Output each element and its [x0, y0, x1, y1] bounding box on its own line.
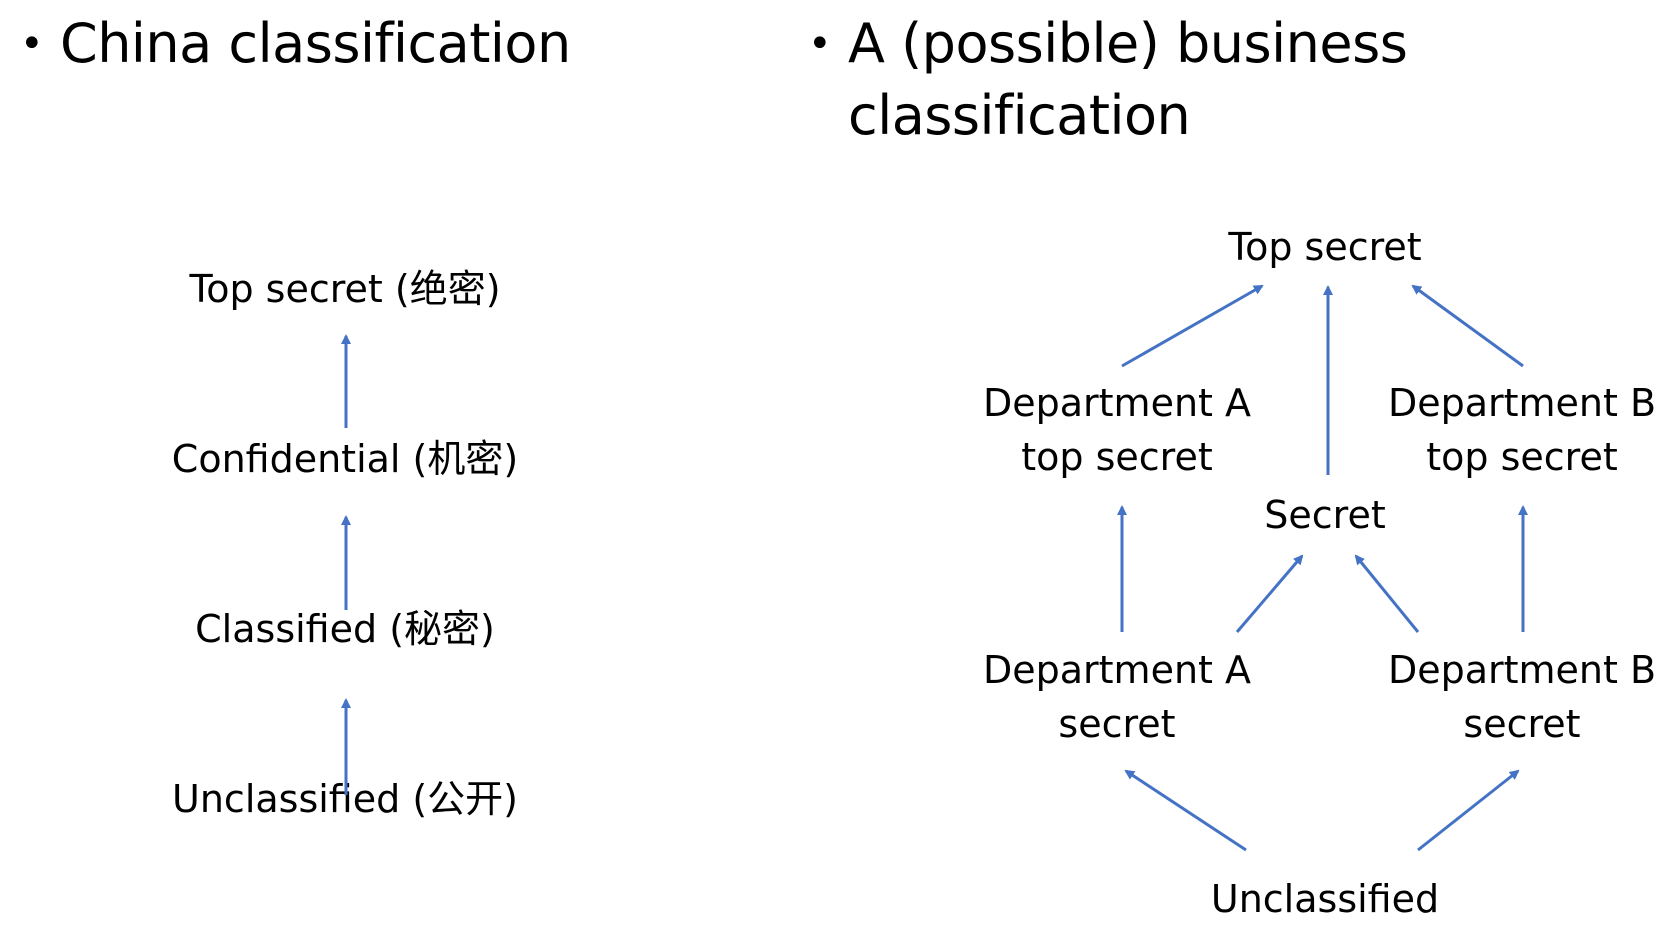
arrow-unclassified-to-dept-b-secret — [1417, 769, 1520, 852]
node-dept-a-secret: Department A secret — [983, 643, 1251, 751]
arrow-dept-b-secret-to-secret — [1354, 554, 1420, 633]
node-dept-a-top-secret-line1: Department A — [982, 381, 1252, 425]
right-heading: • A (possible) business classification — [808, 8, 1628, 152]
node-dept-b-top-secret-line2: top secret — [1426, 435, 1618, 479]
node-dept-b-top-secret: Department B top secret — [1388, 376, 1656, 484]
level-confidential: Confidential (机密) — [171, 437, 519, 481]
node-top-secret: Top secret — [1228, 225, 1422, 269]
node-secret: Secret — [1264, 493, 1386, 537]
arrow-unclassified-to-dept-a-secret — [1124, 769, 1247, 852]
arrow-dept-a-ts-to-top-secret — [1121, 284, 1264, 368]
level-top-secret: Top secret (绝密) — [189, 267, 501, 311]
right-heading-text: A (possible) business classification — [848, 12, 1408, 147]
node-dept-a-secret-line2: secret — [1058, 702, 1176, 746]
node-dept-b-secret-line1: Department B — [1387, 648, 1657, 692]
left-heading-text: China classification — [60, 12, 571, 75]
left-heading: • China classification — [20, 8, 571, 80]
arrow-dept-a-secret-to-secret — [1235, 554, 1304, 633]
bullet-icon: • — [808, 21, 832, 67]
node-dept-b-secret: Department B secret — [1388, 643, 1656, 751]
node-dept-a-top-secret-line2: top secret — [1021, 435, 1213, 479]
level-unclassified: Unclassified (公开) — [172, 777, 518, 821]
level-classified: Classified (秘密) — [195, 607, 495, 651]
node-dept-a-top-secret: Department A top secret — [983, 376, 1251, 484]
node-unclassified: Unclassified — [1210, 877, 1440, 921]
node-dept-b-top-secret-line1: Department B — [1387, 381, 1657, 425]
bullet-icon: • — [20, 21, 44, 67]
node-dept-b-secret-line2: secret — [1463, 702, 1581, 746]
node-dept-a-secret-line1: Department A — [982, 648, 1252, 692]
arrow-dept-b-ts-to-top-secret — [1411, 284, 1524, 368]
